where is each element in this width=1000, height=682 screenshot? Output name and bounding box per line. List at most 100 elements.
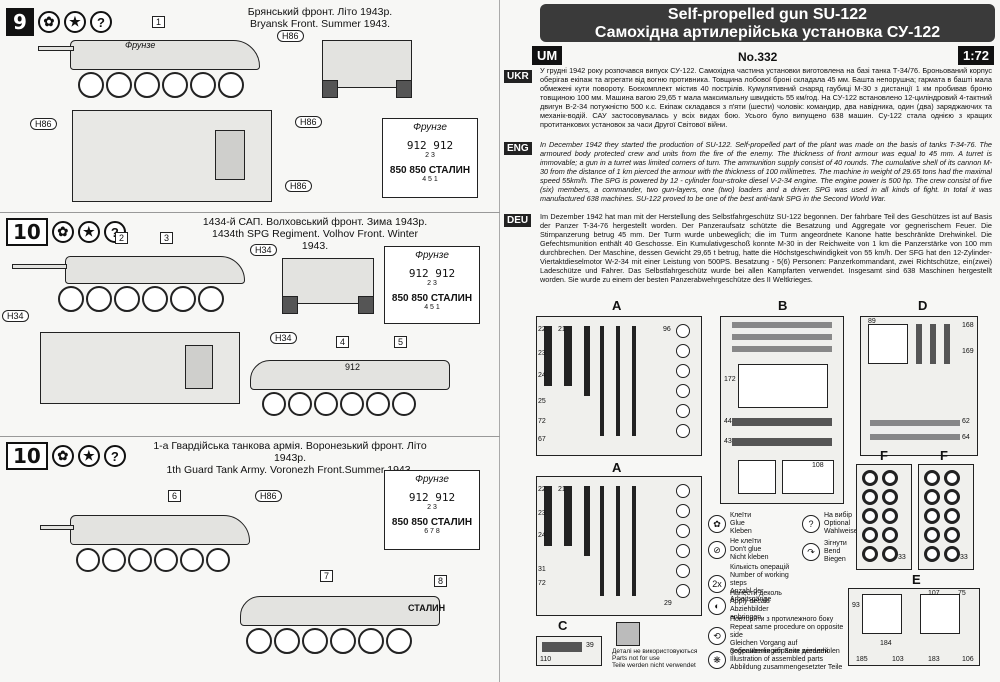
part <box>632 486 636 596</box>
hull-part <box>738 364 828 408</box>
part-number: 64 <box>962 434 970 441</box>
part <box>930 324 936 364</box>
part <box>732 322 832 328</box>
instructions-page: Self-propelled gun SU-122 Самохідна арти… <box>500 0 1000 682</box>
part <box>676 584 690 598</box>
mirror-icon: ⟲ <box>708 627 726 645</box>
step-9-header: 9 ✿ ★ ? <box>6 8 112 36</box>
step-number: 10 <box>6 218 48 246</box>
tank-side-view-rear <box>250 360 450 390</box>
engine-deck <box>185 345 213 389</box>
legend-text: Нанести деколь Apply decals Abziehbilder… <box>730 590 782 621</box>
road-wheel-part <box>882 489 898 505</box>
tank-side-view <box>70 40 260 70</box>
tank-marking: СТАЛИН <box>408 603 446 613</box>
decal-codes: 912 912 <box>408 491 456 504</box>
hull-part <box>738 460 776 494</box>
part-number: 184 <box>880 640 892 647</box>
sprue-label: E <box>912 572 921 587</box>
part <box>732 438 832 446</box>
step-10a-caption: 1434-й САП. Волховський фронт. Зима 1943… <box>200 216 430 252</box>
part-number: 3 <box>160 232 174 244</box>
part <box>584 486 590 556</box>
part-number: 44 <box>724 418 732 425</box>
road-wheel-part <box>882 527 898 543</box>
decal-sheet: Фрунзе 912 912 2 3 850 850 СТАЛИН 4 5 1 <box>384 246 480 324</box>
part-number: 183 <box>928 656 940 663</box>
bend-icon: ↷ <box>802 543 820 561</box>
history-ukr: У грудні 1942 року розпочався випуск СУ-… <box>540 66 992 129</box>
part-number: 23 <box>538 350 546 357</box>
legend-text: Повторити з протилежного боку Repeat sam… <box>730 616 844 655</box>
part-number: 67 <box>538 436 546 443</box>
road-wheels <box>262 392 416 416</box>
painting-guide-page: 9 ✿ ★ ? Брянський фронт. Літо 1943р. Bry… <box>0 0 500 682</box>
track-left <box>282 296 298 314</box>
legend-mirror: ⟲Повторити з протилежного боку Repeat sa… <box>708 616 848 656</box>
legend-no-glue: ⊘Не клеїти Don't glue Nicht kleben <box>708 538 798 562</box>
part-number: 43 <box>724 438 732 445</box>
decal-sheet: Фрунзе 912 912 2 3 850 850 СТАЛИН 4 5 1 <box>382 118 478 198</box>
title-banner: Self-propelled gun SU-122 Самохідна арти… <box>540 4 995 42</box>
part-number: 93 <box>852 602 860 609</box>
part <box>732 346 832 352</box>
part <box>544 486 552 546</box>
color-callout: H86 <box>255 490 282 502</box>
star-icon: ★ <box>77 445 100 467</box>
part-number: 96 <box>663 326 671 333</box>
history-deu: Im Dezember 1942 hat man mit der Herstel… <box>540 212 992 284</box>
color-callout: H34 <box>270 332 297 344</box>
part-number: 89 <box>868 318 876 325</box>
part <box>564 486 572 546</box>
sprue-label: A <box>612 460 622 475</box>
glue-icon: ✿ <box>51 445 74 467</box>
color-callout: H86 <box>285 180 312 192</box>
tank-marking: Фрунзе <box>125 40 156 50</box>
part-number: 103 <box>892 656 904 663</box>
part-number: 72 <box>538 580 546 587</box>
star-icon: ★ <box>77 221 100 243</box>
history-eng: In December 1942 they started the produc… <box>540 140 992 203</box>
part <box>632 326 636 436</box>
caption-ua: 1434-й САП. Волховський фронт. Зима 1943… <box>202 216 428 228</box>
gun-barrel <box>38 46 74 51</box>
help-icon: ? <box>103 445 126 467</box>
part <box>676 384 690 398</box>
part-number: 168 <box>962 322 974 329</box>
decal-bottom: 850 850 СТАЛИН <box>391 517 473 528</box>
title-en: Self-propelled gun SU-122 <box>667 6 868 23</box>
road-wheel-part <box>862 546 878 562</box>
step-10b-caption: 1-а Гвардійська танкова армія. Воронезьк… <box>150 440 430 476</box>
step-number: 9 <box>6 8 34 36</box>
color-callout: H34 <box>250 244 277 256</box>
part <box>944 324 950 364</box>
lang-tag-deu: DEU <box>504 214 532 227</box>
tank-side-view <box>70 515 250 545</box>
road-wheel-part <box>924 546 940 562</box>
road-wheels <box>76 548 230 572</box>
part-number: 4 <box>336 336 350 348</box>
part-number: 8 <box>434 575 448 587</box>
track-right <box>396 80 412 98</box>
hull-part <box>868 324 908 364</box>
hull-part <box>920 594 960 634</box>
color-callout: H86 <box>295 116 322 128</box>
kit-number: No.332 <box>738 50 778 64</box>
hull-part <box>862 594 902 634</box>
road-wheels <box>246 628 412 654</box>
tank-side-view <box>65 256 245 284</box>
part-number: 24 <box>538 372 546 379</box>
part-number: 110 <box>540 656 552 663</box>
part <box>564 326 572 386</box>
step-number: 10 <box>6 442 48 470</box>
part-number: 23 <box>538 510 546 517</box>
part <box>870 420 960 426</box>
road-wheel-part <box>882 470 898 486</box>
part <box>676 524 690 538</box>
part-number: 24 <box>538 532 546 539</box>
part-number: 33 <box>898 554 906 561</box>
lang-tag-ukr: UKR <box>504 70 532 83</box>
road-wheel-part <box>924 508 940 524</box>
part-number: 185 <box>856 656 868 663</box>
